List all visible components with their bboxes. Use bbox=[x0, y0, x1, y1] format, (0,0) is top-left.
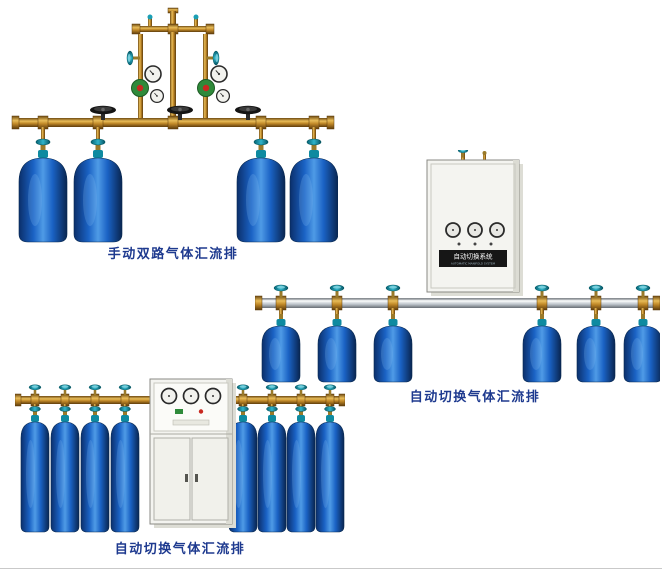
cabinet-nameplate-title: 自动切换系统 bbox=[454, 252, 494, 261]
gas-bottle bbox=[623, 313, 660, 383]
gas-cylinder bbox=[110, 406, 140, 533]
control-cabinet: 自动切换系统 AUTOMATIC MANIFOLD SYSTEM bbox=[426, 150, 523, 296]
cabinet-small-plate bbox=[172, 419, 210, 426]
bottle-drops bbox=[279, 308, 645, 316]
gas-bottle bbox=[522, 313, 562, 383]
auto-switch-floor-label: 自动切换气体汇流排 bbox=[114, 542, 246, 557]
red-indicator bbox=[198, 409, 204, 414]
cabinet-nameplate: 自动切换系统 AUTOMATIC MANIFOLD SYSTEM bbox=[439, 250, 507, 267]
gas-cylinder bbox=[73, 138, 123, 243]
door-handle bbox=[195, 474, 198, 482]
gas-bottle bbox=[373, 313, 413, 383]
header-piping bbox=[131, 7, 215, 124]
page-bottom-divider bbox=[0, 568, 662, 569]
mini-valve-cap bbox=[147, 14, 153, 20]
gas-bottle bbox=[261, 313, 301, 383]
auto-switch-wall-label: 自动切换气体汇流排 bbox=[409, 390, 541, 405]
cabinet-nameplate-subtitle: AUTOMATIC MANIFOLD SYSTEM bbox=[451, 262, 496, 266]
gas-cylinder bbox=[80, 406, 110, 533]
door-handle bbox=[185, 474, 188, 482]
manifold-pipe bbox=[11, 115, 335, 130]
gas-cylinder bbox=[18, 138, 68, 243]
collector-pipe bbox=[255, 295, 660, 311]
control-cabinet bbox=[149, 378, 236, 528]
cabinet-doors bbox=[153, 437, 229, 521]
cabinet-gauges bbox=[160, 387, 222, 405]
mini-valve-cap bbox=[193, 14, 199, 20]
gas-cylinder bbox=[257, 406, 287, 533]
gas-bottle bbox=[576, 313, 616, 383]
gas-cylinder bbox=[286, 406, 316, 533]
pressure-regulator-left bbox=[132, 66, 164, 102]
gas-cylinder bbox=[20, 406, 50, 533]
gas-bottle bbox=[317, 313, 357, 383]
auto-switch-wall-illustration: 自动切换系统 AUTOMATIC MANIFOLD SYSTEM bbox=[255, 150, 660, 384]
cabinet-gauges bbox=[445, 222, 505, 238]
pressure-regulator-right bbox=[198, 66, 230, 102]
manual-dual-manifold-label: 手动双路气体汇流排 bbox=[107, 247, 239, 262]
manual-dual-manifold-illustration bbox=[8, 6, 338, 246]
green-indicator bbox=[175, 409, 183, 414]
cylinder-drops bbox=[41, 127, 316, 143]
auto-switch-floor-illustration bbox=[15, 376, 345, 540]
gas-cylinder bbox=[315, 406, 345, 533]
gas-cylinder bbox=[50, 406, 80, 533]
